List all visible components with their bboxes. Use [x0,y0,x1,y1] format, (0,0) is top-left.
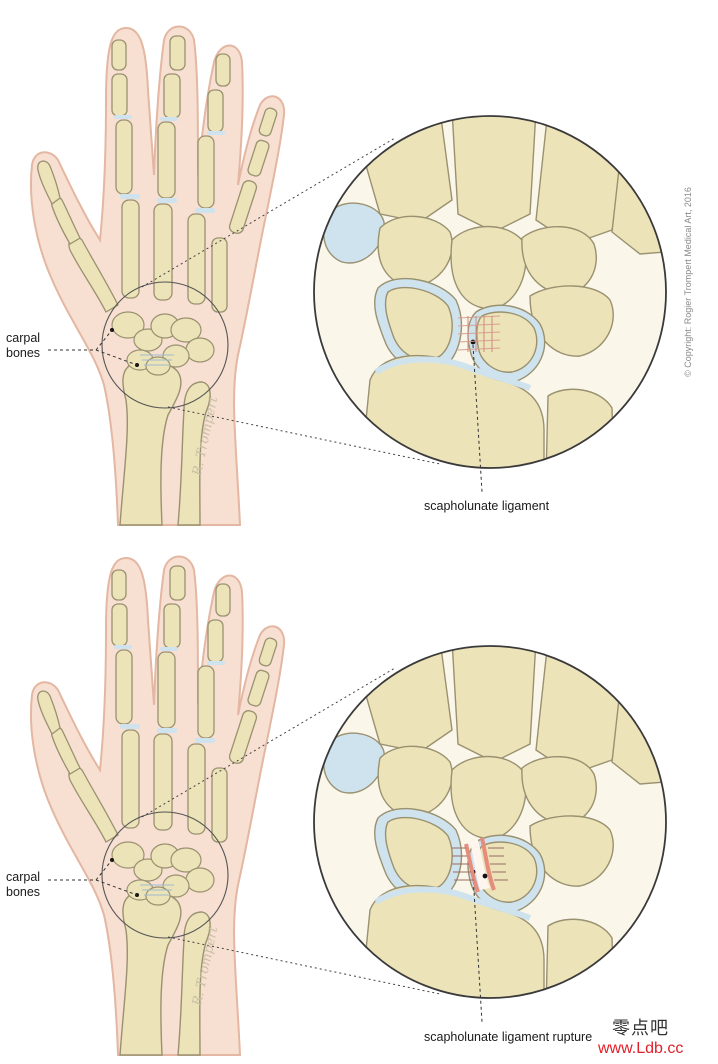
watermark-url-text: www.Ldb.cc [598,1040,684,1057]
panel-ruptured: R. Trompert [29,555,700,1056]
carpal-bones-label-bottom: carpal bones [6,870,66,900]
wrist-zoom-circle-ruptured [314,640,700,1022]
scapholunate-ligament-rupture-label: scapholunate ligament rupture [424,1030,593,1044]
carpal-label-line2: bones [6,346,41,360]
carpal-bones-label-top: carpal bones [6,331,66,361]
scapholunate-ligament-label: scapholunate ligament [424,499,550,513]
carpal-label-line1: carpal [6,870,41,884]
wrist-zoom-circle-intact [314,110,700,492]
panel-intact: R. Trompert [29,25,700,526]
ligament-fibers-intact [457,315,501,352]
carpal-label-line2: bones [6,885,41,899]
carpal-label-line1: carpal [6,331,41,345]
copyright-notice: © Copyright: Rogier Trompert Medical Art… [683,187,693,377]
watermark-chinese-text: 零点吧 [612,1018,669,1039]
